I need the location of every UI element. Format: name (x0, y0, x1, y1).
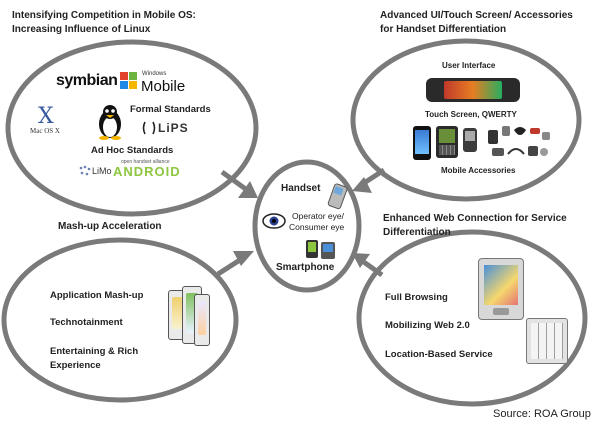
windows-flag-icon (120, 72, 138, 90)
android-small-label: open handset alliance (121, 159, 170, 165)
lips-logo: LiPS (158, 121, 189, 135)
mashup-phones-image (168, 286, 210, 348)
full-browsing-label: Full Browsing (385, 292, 448, 303)
bottom-right-title: Enhanced Web Connection for Service Diff… (383, 212, 567, 240)
technotainment-label: Technotainment (50, 317, 123, 328)
symbian-logo: symbian (56, 72, 118, 89)
arrow-bottom-right (352, 253, 384, 278)
touch-phone-1-image (413, 126, 431, 160)
application-mashup-label: Application Mash-up (50, 290, 144, 301)
bottom-right-title-line2: Differentiation (383, 227, 451, 238)
touch-phone-3-image (463, 128, 477, 152)
touch-screen-label: Touch Screen, QWERTY (425, 110, 517, 119)
smartphone-label: Smartphone (276, 262, 335, 273)
macos-x-icon: X (38, 104, 54, 129)
limo-logo: LiMo (92, 166, 112, 176)
top-left-ellipse (5, 39, 259, 217)
top-left-title-line1: Intensifying Competition in Mobile OS: (12, 10, 196, 21)
location-based-service-label: Location-Based Service (385, 349, 493, 360)
macos-label: Mac OS X (30, 127, 60, 135)
source-label: Source: ROA Group (493, 408, 591, 420)
mobile-accessories-image (486, 124, 552, 160)
top-left-title-line2: Increasing Influence of Linux (12, 24, 151, 35)
windows-mobile-logo: Mobile (141, 78, 186, 95)
smartphone-icon-1 (306, 240, 318, 258)
bottom-left-title: Mash-up Acceleration (58, 221, 162, 232)
lips-icon (142, 120, 156, 136)
consumer-eye-label: Consumer eye (289, 222, 345, 232)
top-right-title-line1: Advanced UI/Touch Screen/ Accessories (380, 10, 573, 21)
entertaining-rich-label: Entertaining & Rich (50, 346, 139, 357)
mobilizing-web-label: Mobilizing Web 2.0 (385, 320, 470, 331)
top-right-title-line2: for Handset Differentiation (380, 24, 507, 35)
touch-phone-2-image (436, 126, 458, 158)
handset-label: Handset (281, 183, 321, 194)
windows-small-label: Windows (142, 71, 167, 77)
smartphone-icon-2 (321, 242, 335, 259)
limo-dots-icon (78, 164, 92, 178)
top-right-ellipse (350, 38, 582, 202)
user-interface-label: User Interface (442, 61, 496, 70)
formal-standards-label: Formal Standards (130, 104, 211, 115)
top-left-title: Intensifying Competition in Mobile OS: I… (12, 9, 196, 37)
web20-phone-image (526, 318, 568, 364)
arrow-top-right (352, 167, 386, 193)
bottom-left-ellipse (1, 237, 239, 403)
experience-label: Experience (50, 360, 101, 371)
eye-icon (262, 212, 286, 230)
arrow-top-left (220, 169, 258, 198)
top-right-title: Advanced UI/Touch Screen/ Accessories fo… (380, 9, 573, 37)
linux-tux-icon (96, 104, 124, 140)
browser-phone-image (478, 258, 524, 320)
bottom-right-ellipse (356, 229, 588, 407)
adhoc-standards-label: Ad Hoc Standards (91, 145, 174, 156)
android-logo: ANDROID (113, 164, 181, 179)
operator-eye-label: Operator eye/ (292, 211, 344, 221)
bottom-right-title-line1: Enhanced Web Connection for Service (383, 213, 567, 224)
arrow-bottom-left (216, 251, 254, 277)
ui-phone-image (426, 78, 520, 102)
mobile-accessories-label: Mobile Accessories (441, 166, 516, 175)
